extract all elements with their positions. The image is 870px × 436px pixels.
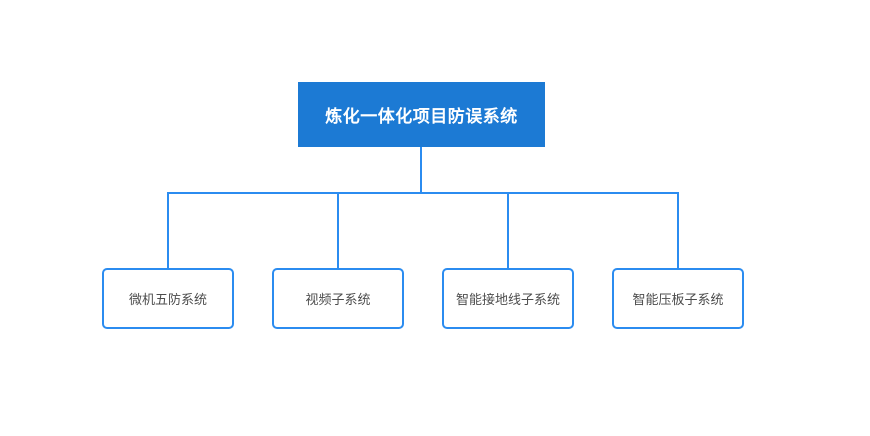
child-node-label: 微机五防系统 <box>128 292 207 307</box>
connector-drop-child-1 <box>167 192 169 268</box>
connector-drop-child-2 <box>337 192 339 268</box>
child-node-video-subsystem[interactable]: 视频子系统 <box>272 268 404 329</box>
child-node-label: 智能压板子系统 <box>632 292 724 307</box>
child-node-pressure-plate-subsystem[interactable]: 智能压板子系统 <box>612 268 744 329</box>
child-node-label: 智能接地线子系统 <box>455 292 560 307</box>
connector-root-vertical <box>420 147 422 193</box>
root-node-label: 炼化一体化项目防误系统 <box>325 107 518 126</box>
child-node-wuji-wufang[interactable]: 微机五防系统 <box>102 268 234 329</box>
child-node-grounding-line-subsystem[interactable]: 智能接地线子系统 <box>442 268 574 329</box>
child-node-label: 视频子系统 <box>305 292 371 307</box>
connector-drop-child-4 <box>677 192 679 268</box>
root-node[interactable]: 炼化一体化项目防误系统 <box>298 82 545 147</box>
connector-horizontal-bus <box>167 192 679 194</box>
connector-drop-child-3 <box>507 192 509 268</box>
